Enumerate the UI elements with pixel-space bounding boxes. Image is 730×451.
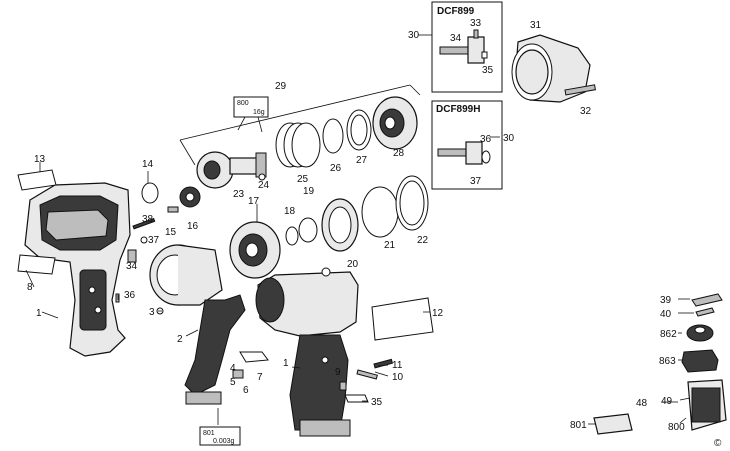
ring-18 [285,226,299,246]
callout-33: 33 [470,18,482,29]
tag-800-part: 800 [237,100,249,107]
callout-30-bottom: 30 [503,133,515,144]
housing-left [24,182,131,357]
callout-14: 14 [142,159,154,170]
inset-title-dcf899: DCF899 [437,6,475,17]
pin-15 [167,206,179,213]
gear-16 [179,186,201,208]
accessory-861 [687,379,727,431]
callout-labels: 1 2 3 4 5 6 7 8 9 10 11 12 13 14 15 16 1… [27,18,685,433]
accessory-801 [695,307,715,317]
callout-24: 24 [258,180,270,191]
callout-19: 19 [303,186,315,197]
accessory-866 [686,324,714,342]
callout-36: 36 [480,134,492,145]
callout-6: 6 [243,385,249,396]
callout-31: 31 [530,20,542,31]
callout-15: 15 [165,227,177,238]
bolt-32 [564,84,596,96]
callout-4: 4 [230,363,236,374]
inset-dcf899 [431,1,503,93]
callout-27: 27 [356,155,368,166]
anvil-23 [196,151,267,189]
callout-34: 34 [450,33,462,44]
ring-22 [395,175,429,231]
callout-864: 801 [570,420,587,431]
callout-10: 10 [392,372,404,383]
tag-800-top [233,96,269,133]
battery-label-12 [371,297,434,341]
motor-assembly [149,244,246,405]
callout-26: 26 [330,163,342,174]
callout-2: 2 [177,334,183,345]
callout-28: 28 [393,148,405,159]
callout-12: 12 [432,308,444,319]
tag-800-amount: 16g [253,109,265,116]
callout-49: 38 [142,214,154,225]
callout-17: 17 [248,196,260,207]
inset-dcf899h [431,100,503,190]
callout-861: 48 [636,398,648,409]
callout-871: 863 [659,356,676,367]
callout-22: 22 [417,235,429,246]
callout-800: 39 [660,295,672,306]
tag-801-amount: 0.003g [213,438,235,445]
oring-21 [361,186,399,238]
accessory-800 [691,293,723,307]
callout-32: 32 [580,106,592,117]
spring-25 [275,122,321,168]
callout-38: 34 [126,261,138,272]
callout-11: 11 [392,360,403,371]
bearing-27 [346,109,372,151]
callout-30-top: 30 [408,30,420,41]
callout-25: 25 [297,174,309,185]
callout-1a: 1 [36,308,42,319]
callout-48: 37 [148,235,160,246]
callout-21: 21 [384,240,396,251]
callout-40: 36 [124,290,136,301]
callout-23: 23 [233,189,245,200]
ring-gear-20 [321,198,359,252]
hammer-28 [372,96,418,150]
callout-7: 7 [257,372,263,383]
bracket-29 [179,84,421,166]
small-parts-left [115,217,156,303]
callout-801: 40 [660,309,672,320]
callout-35: 35 [482,65,494,76]
washer-14 [141,182,159,204]
washer-26 [322,118,344,154]
callout-16: 16 [187,221,199,232]
callout-20: 20 [347,259,359,270]
label-plate-13 [17,169,57,191]
callout-39: 35 [371,397,383,408]
copyright-symbol: © [714,438,722,449]
tag-801-part: 801 [203,430,215,437]
callout-862: 49 [661,396,673,407]
callout-37: 37 [470,176,482,187]
callout-29: 29 [275,81,287,92]
tag-801-bottom [199,408,241,446]
callout-3: 3 [149,307,155,318]
accessory-871 [681,349,719,373]
label-plate-8 [17,254,56,275]
trigger-switch-7 [239,351,269,363]
ball-24 [258,173,266,181]
callout-8: 8 [27,282,33,293]
housing-front [255,267,359,437]
leader-lines [25,162,694,425]
callout-13: 13 [34,154,46,165]
callout-5: 5 [230,377,236,388]
ring-19 [298,217,318,243]
callout-1b: 1 [283,358,289,369]
callout-866: 862 [660,329,677,340]
callout-863: 800 [668,422,685,433]
gear-housing-17 [229,221,281,279]
callout-9: 9 [335,367,341,378]
inset-title-dcf899h: DCF899H [436,104,480,115]
callout-18: 18 [284,206,296,217]
accessory-864 [593,413,633,435]
